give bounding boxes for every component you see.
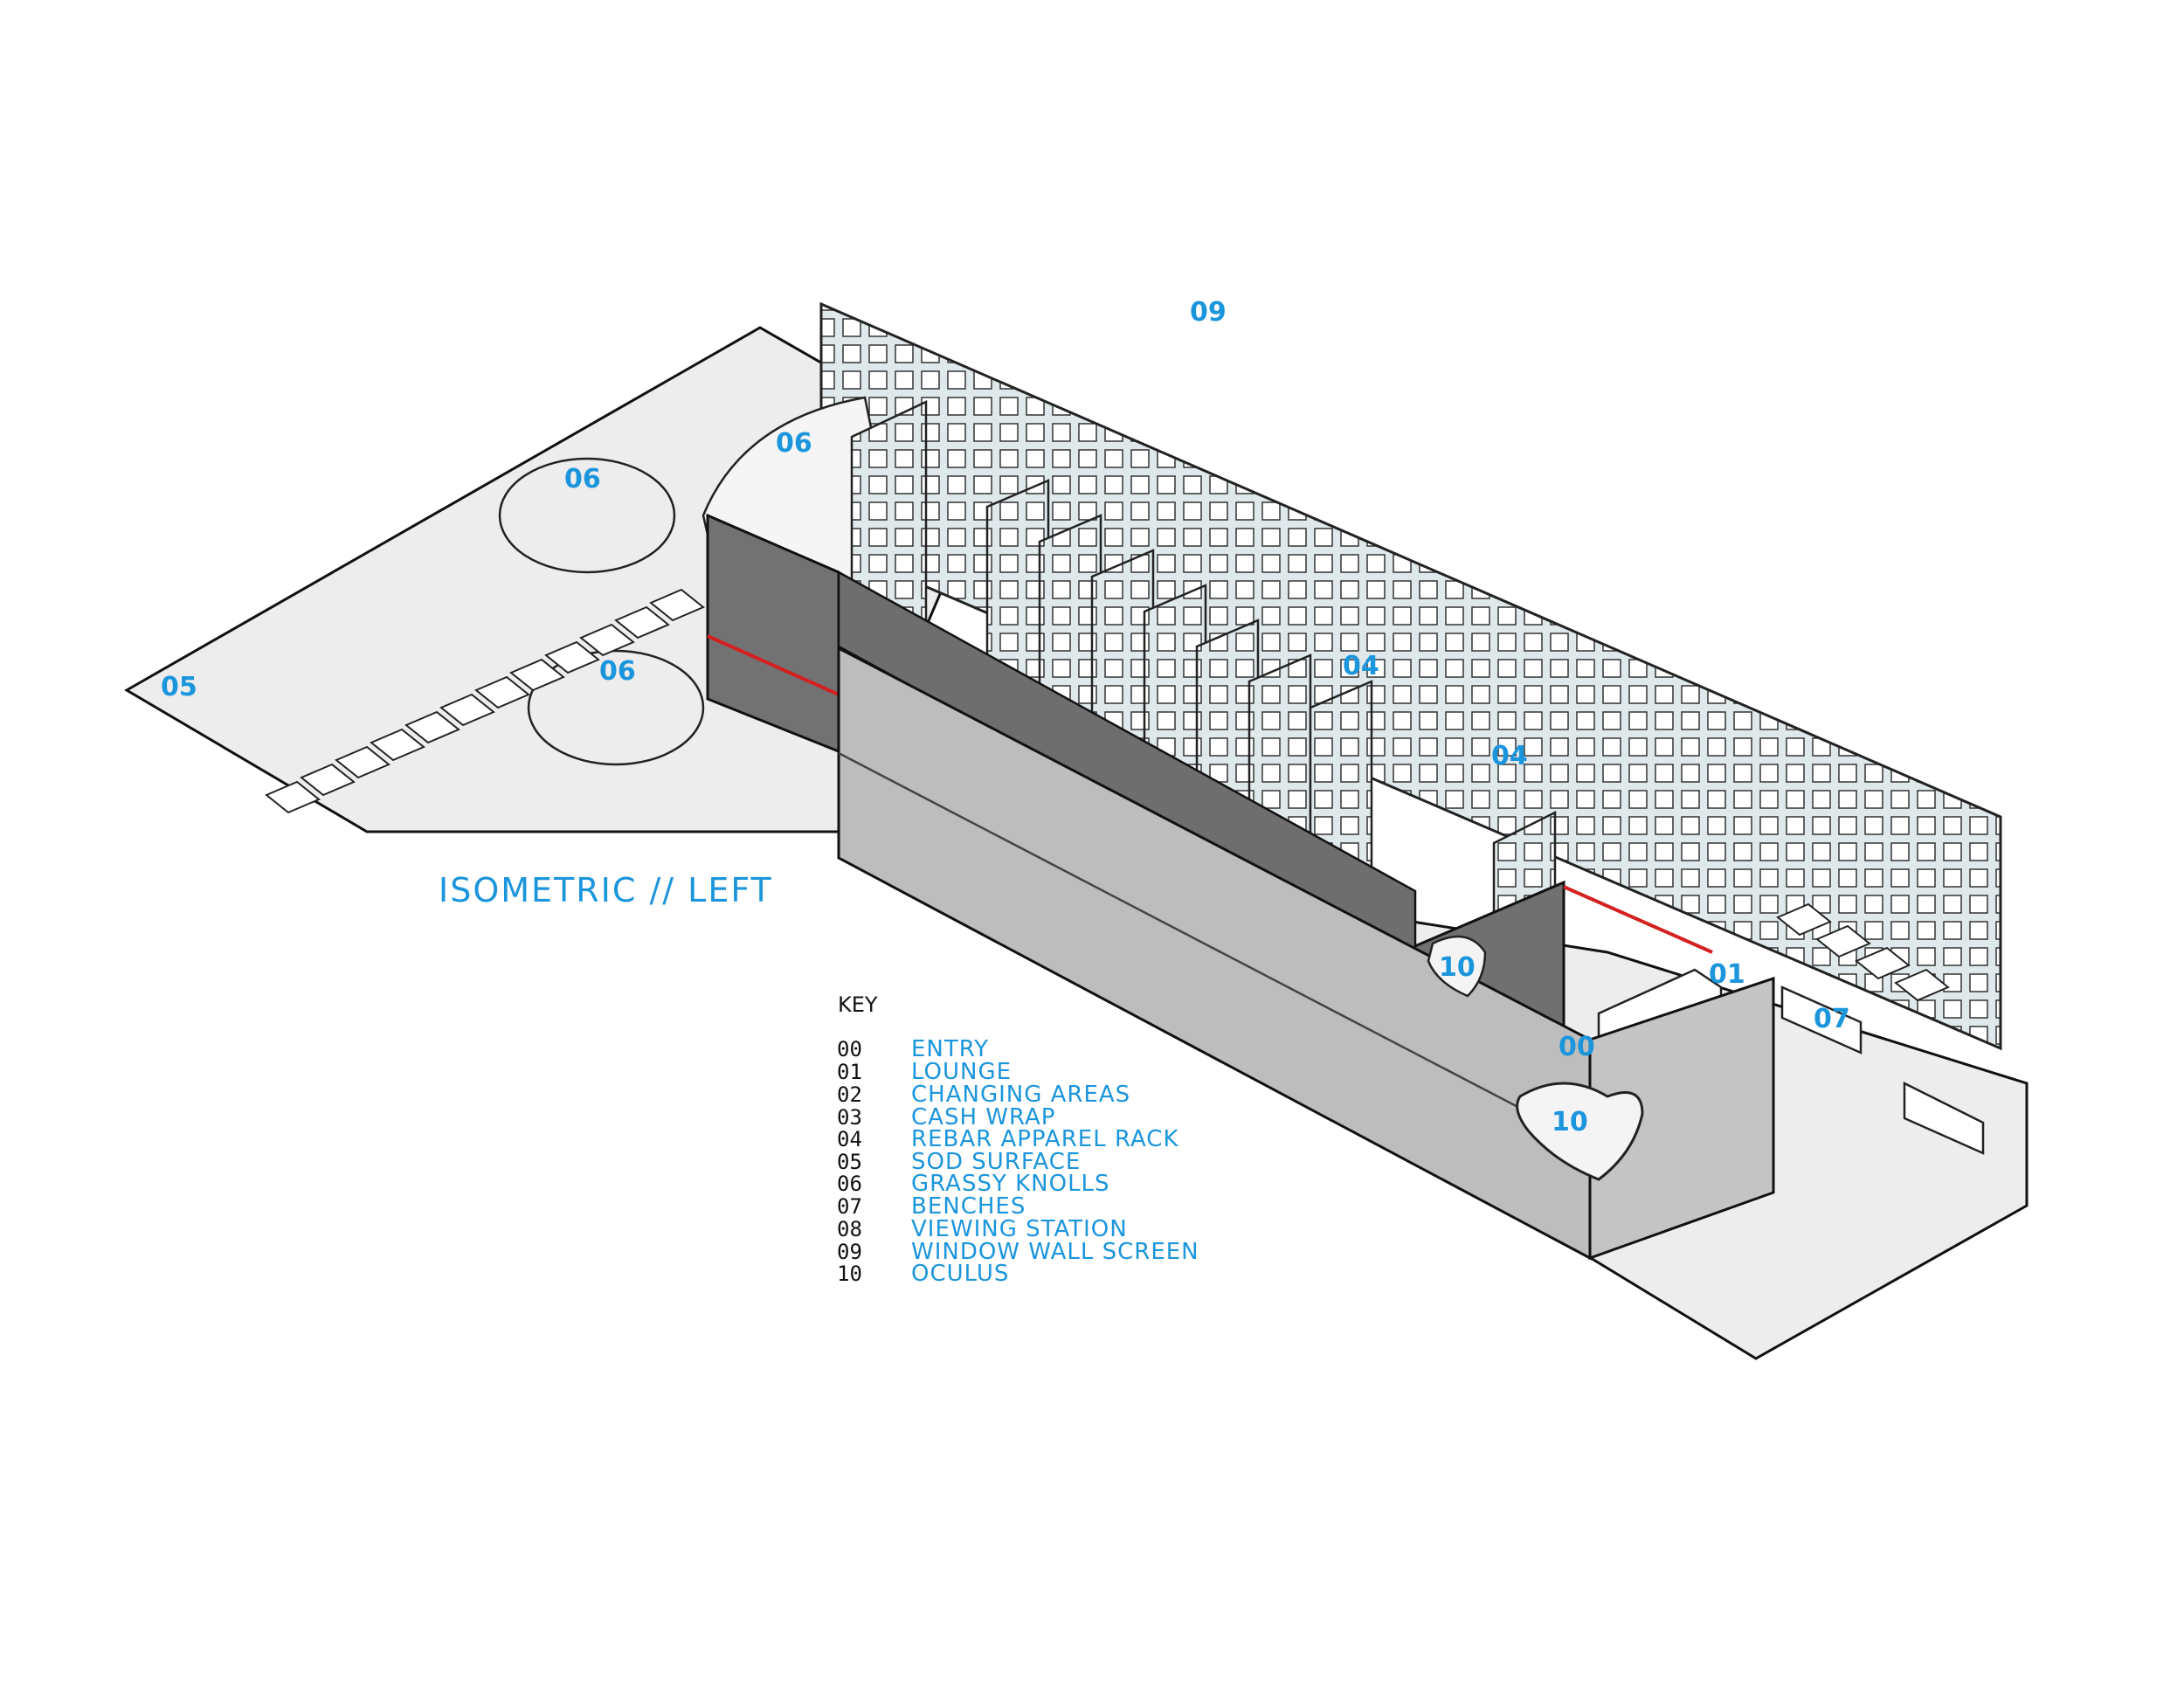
key-legend: KEY 00 ENTRY 01 LOUNGE 02 CHANGING AREAS…	[837, 992, 1199, 1287]
key-code: 10	[837, 1262, 862, 1286]
key-code: 09	[837, 1240, 862, 1264]
oculus-opening	[1516, 1082, 1644, 1181]
key-code: 03	[837, 1105, 862, 1130]
label-grassy-knoll-top: 06	[776, 428, 812, 459]
key-code: 00	[837, 1037, 862, 1061]
viewing-block	[1780, 985, 1863, 1054]
red-stripe-left	[707, 634, 840, 696]
key-name: BENCHES	[911, 1193, 1026, 1220]
label-window-wall-screen: 09	[1190, 297, 1227, 328]
oculus-inner	[1427, 935, 1487, 998]
red-stripe-back	[1563, 885, 1713, 954]
key-code: 05	[837, 1150, 862, 1174]
key-code: 01	[837, 1060, 862, 1084]
label-entry: 00	[1559, 1032, 1595, 1062]
key-name: SOD SURFACE	[911, 1149, 1081, 1175]
key-code: 06	[837, 1172, 862, 1196]
front-wall-seam	[838, 751, 1591, 1146]
label-oculus-inner: 10	[1439, 952, 1476, 983]
key-name: CASH WRAP	[911, 1104, 1055, 1130]
key-name: VIEWING STATION	[911, 1216, 1128, 1242]
key-name: CHANGING AREAS	[911, 1082, 1130, 1108]
label-grassy-knoll-upper: 06	[564, 464, 601, 494]
label-grassy-knoll-lower: 06	[599, 656, 636, 687]
key-name: ENTRY	[911, 1036, 989, 1062]
key-name: LOUNGE	[911, 1059, 1012, 1085]
key-name: OCULUS	[911, 1261, 1009, 1287]
bench-block	[1903, 1081, 1985, 1155]
label-sod-surface: 05	[161, 672, 197, 702]
label-lounge: 01	[1709, 959, 1745, 990]
key-heading: KEY	[838, 992, 878, 1017]
key-code: 04	[837, 1127, 862, 1151]
key-name: WINDOW WALL SCREEN	[911, 1239, 1199, 1265]
diagram-title: ISOMETRIC // LEFT	[439, 871, 773, 909]
building-end-wall	[1588, 976, 1775, 1261]
key-code: 07	[837, 1194, 862, 1219]
key-code: 08	[837, 1217, 862, 1241]
benches-row	[265, 588, 1950, 1002]
grassy-knoll-lower	[527, 649, 705, 766]
label-rebar-rack-a: 04	[1343, 651, 1379, 681]
key-code: 02	[837, 1082, 862, 1107]
key-name: GRASSY KNOLLS	[911, 1171, 1110, 1197]
grassy-knoll-upper	[498, 457, 676, 574]
label-rebar-rack-b: 04	[1491, 741, 1528, 771]
key-name: REBAR APPAREL RACK	[911, 1126, 1179, 1152]
label-oculus-outer: 10	[1552, 1107, 1588, 1137]
label-benches: 07	[1814, 1004, 1850, 1034]
